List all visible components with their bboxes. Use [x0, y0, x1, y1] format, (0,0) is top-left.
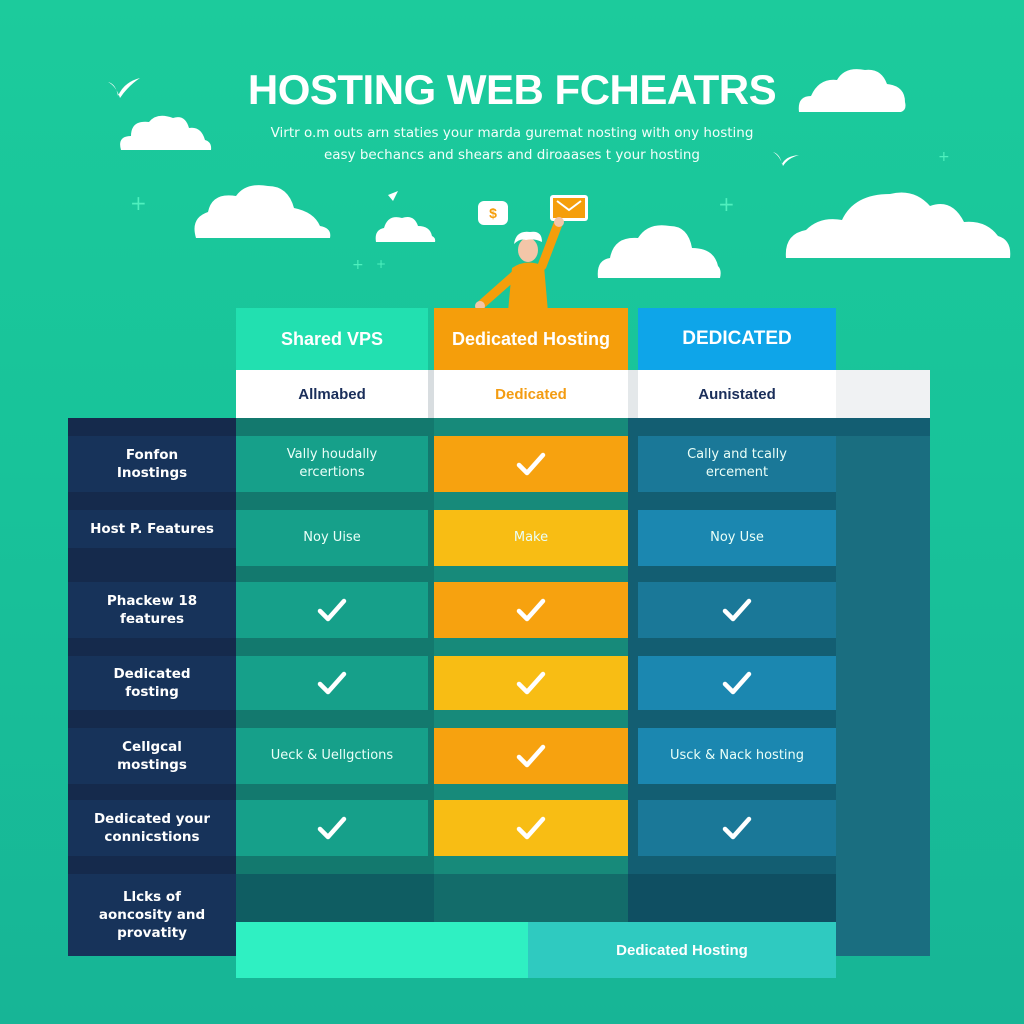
row-label: Phackew 18 features — [68, 582, 236, 638]
sparkle-icon: + — [938, 149, 950, 165]
sparkle-icon: + — [376, 257, 387, 271]
check-icon — [516, 671, 546, 695]
cell-dedicated-hosting — [434, 436, 628, 492]
subheader-extra — [836, 370, 930, 418]
check-icon — [516, 452, 546, 476]
cloud-icon — [190, 182, 332, 238]
cell-dedicated — [638, 800, 836, 856]
cell-dedicated-hosting-empty — [434, 874, 628, 922]
dollar-speech-bubble-icon: $ — [478, 201, 508, 225]
check-icon — [516, 598, 546, 622]
sparkle-icon: + — [130, 191, 147, 215]
subheader-shared-vps: Allmabed — [298, 385, 366, 403]
bird-icon — [772, 150, 800, 170]
cell-shared-vps — [236, 800, 428, 856]
row-label: Fonfon Inostings — [68, 436, 236, 492]
cell-dedicated: Noy Use — [638, 510, 836, 566]
cell-dedicated-hosting — [434, 800, 628, 856]
cell-shared-vps — [236, 582, 428, 638]
check-icon — [722, 671, 752, 695]
check-icon — [516, 816, 546, 840]
cell-dedicated-hosting: Make — [434, 510, 628, 566]
row-label: Dedicated fosting — [68, 656, 236, 710]
check-icon — [317, 598, 347, 622]
cell-dedicated — [638, 656, 836, 710]
cloud-icon — [784, 188, 1012, 258]
cell-dedicated: Cally and tcally ercement — [638, 436, 836, 492]
sparkle-icon: + — [352, 257, 364, 273]
footer-dedicated-hosting-button[interactable]: Dedicated Hosting — [528, 922, 836, 978]
col4-bg — [836, 436, 930, 956]
subheader-dedicated-hosting: Dedicated — [495, 385, 567, 403]
cell-shared-vps: Noy Uise — [236, 510, 428, 566]
row-label: Host P. Features — [68, 510, 236, 548]
subtitle-line-1: Virtr o.m outs arn staties your marda gu… — [270, 125, 754, 141]
check-icon — [722, 598, 752, 622]
cell-dedicated-empty — [628, 874, 836, 922]
column-header-shared-vps[interactable]: Shared VPS — [236, 308, 428, 370]
cloud-icon — [374, 212, 436, 242]
cell-dedicated — [638, 582, 836, 638]
check-icon — [722, 816, 752, 840]
cell-shared-vps-empty — [236, 874, 434, 922]
cell-dedicated: Usck & Nack hosting — [638, 728, 836, 784]
cell-shared-vps: Ueck & Uellgctions — [236, 728, 428, 784]
bird-icon — [106, 76, 142, 102]
row-label: Cellgcal mostings — [68, 728, 236, 784]
cell-dedicated-hosting — [434, 582, 628, 638]
cell-shared-vps: Vally houdally ercertions — [236, 436, 428, 492]
subheader-row — [236, 370, 930, 418]
sparkle-icon: + — [718, 192, 735, 216]
check-icon — [516, 744, 546, 768]
subheader-dedicated: Aunistated — [698, 385, 776, 403]
subtitle-line-2: easy bechancs and shears and diroaases t… — [323, 147, 701, 163]
footer-bar-left[interactable] — [236, 922, 528, 978]
cell-dedicated-hosting — [434, 728, 628, 784]
bird-icon — [388, 186, 398, 205]
column-header-dedicated-hosting[interactable]: Dedicated Hosting — [434, 308, 628, 370]
cell-dedicated-hosting — [434, 656, 628, 710]
cloud-icon — [797, 66, 907, 112]
column-header-dedicated[interactable]: DEDICATED — [638, 308, 836, 370]
cell-shared-vps — [236, 656, 428, 710]
check-icon — [317, 816, 347, 840]
person-waving-icon — [468, 216, 578, 316]
subheader-divider — [428, 370, 434, 418]
subheader-divider — [628, 370, 638, 418]
row-label: Llcks of aoncosity and provatity — [68, 874, 236, 956]
row-label: Dedicated your connicstions — [68, 800, 236, 856]
envelope-card-icon — [550, 195, 588, 221]
check-icon — [317, 671, 347, 695]
cloud-icon — [596, 220, 722, 278]
page-title: HOSTING WEB FCHEATRS — [247, 66, 777, 113]
cloud-icon — [117, 112, 212, 150]
